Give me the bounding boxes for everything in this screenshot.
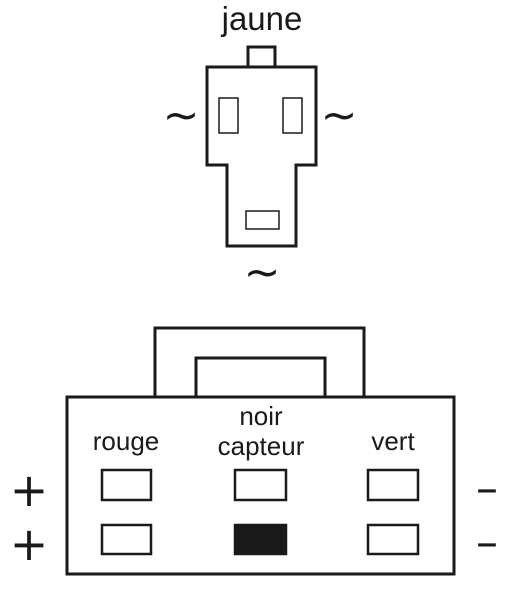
label-capteur: capteur [218,431,305,461]
top-symbol-bottom: ~ [244,247,281,298]
bottom-connector [65,326,456,576]
top-connector [205,45,318,248]
pin-row-1 [100,468,420,502]
top-pin-bottom [245,210,280,230]
label-rouge: rouge [93,426,160,456]
top-symbol-right: ~ [321,90,358,141]
pin-noir-row1 [233,468,288,502]
pin-rouge-row2 [100,523,153,556]
plus-symbol-row1: + [10,463,49,517]
pin-rouge-row1 [100,468,153,502]
top-connector-body [205,65,318,248]
pin-vert-row2 [366,523,420,556]
top-pin-left [218,97,239,134]
minus-symbol-row2: – [476,517,498,568]
top-pin-right [282,97,303,134]
pin-row-2 [100,523,420,556]
bottom-connector-latch-inner [194,356,327,397]
label-vert: vert [371,426,415,456]
minus-symbol-row1: – [476,463,498,514]
pin-vert-row1 [366,468,420,502]
bottom-connector-latch-outer [153,326,366,397]
label-noir: noir [239,401,283,431]
top-connector-label: jaune [221,0,303,37]
top-symbol-left: ~ [163,90,200,141]
bottom-connector-body [65,395,456,576]
plus-symbol-row2: + [10,517,49,571]
top-connector-tab [246,45,277,69]
pin-noir-row2-filled [233,523,288,556]
